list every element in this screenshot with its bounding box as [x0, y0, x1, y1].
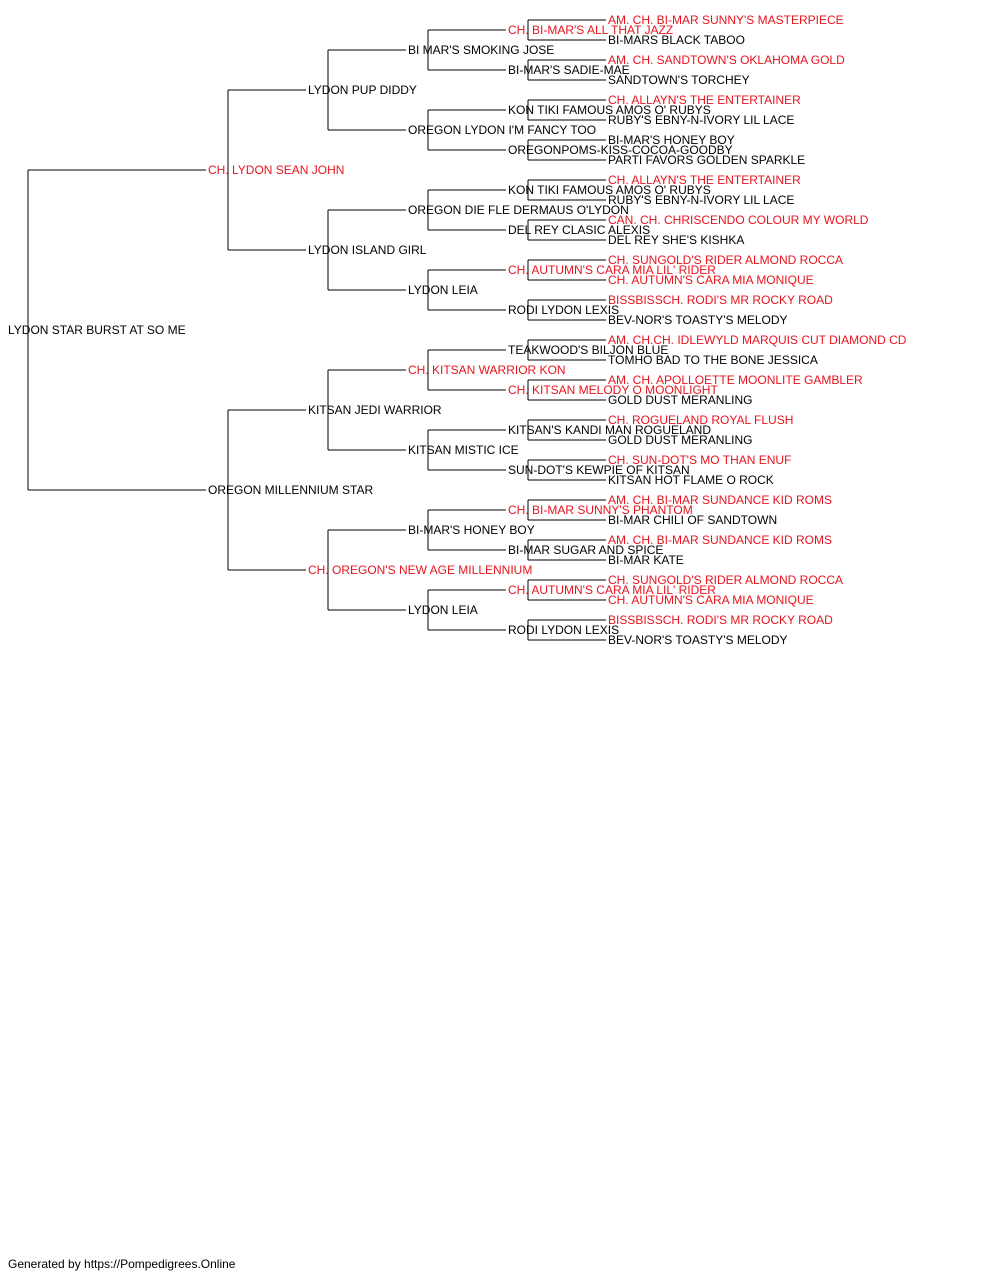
gg-great-grandparent-name: CH. ROGUELAND ROYAL FLUSH [608, 413, 793, 427]
parent-name: OREGON MILLENNIUM STAR [208, 483, 373, 497]
gg-great-grandparent-name: BI-MARS BLACK TABOO [608, 33, 745, 47]
gg-great-grandparent-name: RUBY'S EBNY-N-IVORY LIL LACE [608, 113, 794, 127]
gg-great-grandparent-name: CH. AUTUMN'S CARA MIA MONIQUE [608, 593, 814, 607]
parent-name: CH. LYDON SEAN JOHN [208, 163, 344, 177]
g-great-grandparent-name: BI-MAR SUGAR AND SPICE [508, 543, 663, 557]
gg-great-grandparent-name: BI-MAR'S HONEY BOY [608, 133, 735, 147]
grandparent-name: LYDON ISLAND GIRL [308, 243, 427, 257]
g-great-grandparent-name: CH. AUTUMN'S CARA MIA LIL' RIDER [508, 583, 716, 597]
gg-great-grandparent-name: BISSBISSCH. RODI'S MR ROCKY ROAD [608, 613, 833, 627]
gg-great-grandparent-name: AM. CH. SANDTOWN'S OKLAHOMA GOLD [608, 53, 845, 67]
gg-great-grandparent-name: PARTI FAVORS GOLDEN SPARKLE [608, 153, 805, 167]
gg-great-grandparent-name: BI-MAR KATE [608, 553, 684, 567]
g-great-grandparent-name: KON TIKI FAMOUS AMOS O' RUBYS [508, 183, 711, 197]
g-great-grandparent-name: CH. AUTUMN'S CARA MIA LIL' RIDER [508, 263, 716, 277]
gg-great-grandparent-name: BISSBISSCH. RODI'S MR ROCKY ROAD [608, 293, 833, 307]
g-great-grandparent-name: KITSAN'S KANDI MAN ROGUELAND [508, 423, 711, 437]
g-great-grandparent-name: CH. BI-MAR'S ALL THAT JAZZ [508, 23, 673, 37]
gg-great-grandparent-name: AM. CH. BI-MAR SUNDANCE KID ROMS [608, 493, 832, 507]
gg-great-grandparent-name: AM. CH. APOLLOETTE MOONLITE GAMBLER [608, 373, 863, 387]
gg-great-grandparent-name: CAN. CH. CHRISCENDO COLOUR MY WORLD [608, 213, 869, 227]
grandparent-name: KITSAN JEDI WARRIOR [308, 403, 442, 417]
great-grandparent-name: BI-MAR'S HONEY BOY [408, 523, 535, 537]
gg-great-grandparent-name: CH. ALLAYN'S THE ENTERTAINER [608, 173, 801, 187]
gg-great-grandparent-name: RUBY'S EBNY-N-IVORY LIL LACE [608, 193, 794, 207]
g-great-grandparent-name: SUN-DOT'S KEWPIE OF KITSAN [508, 463, 690, 477]
gg-great-grandparent-name: DEL REY SHE'S KISHKA [608, 233, 744, 247]
gg-great-grandparent-name: AM. CH.CH. IDLEWYLD MARQUIS CUT DIAMOND … [608, 333, 907, 347]
g-great-grandparent-name: OREGONPOMS-KISS-COCOA-GOODBY [508, 143, 733, 157]
grandparent-name: CH. OREGON'S NEW AGE MILLENNIUM [308, 563, 532, 577]
g-great-grandparent-name: CH. BI-MAR SUNNY'S PHANTOM [508, 503, 693, 517]
great-grandparent-name: CH. KITSAN WARRIOR KON [408, 363, 566, 377]
g-great-grandparent-name: TEAKWOOD'S BILJON BLUE [508, 343, 668, 357]
gg-great-grandparent-name: BEV-NOR'S TOASTY'S MELODY [608, 633, 788, 647]
gg-great-grandparent-name: TOMHO BAD TO THE BONE JESSICA [608, 353, 818, 367]
gg-great-grandparent-name: AM. CH. BI-MAR SUNNY'S MASTERPIECE [608, 13, 844, 27]
pedigree-connectors [27, 19, 606, 641]
great-grandparent-name: OREGON DIE FLE DERMAUS O'LYDON [408, 203, 629, 217]
subject-name: LYDON STAR BURST AT SO ME [8, 323, 186, 337]
g-great-grandparent-name: BI-MAR'S SADIE-MAE [508, 63, 630, 77]
pedigree-labels: LYDON STAR BURST AT SO ME CH. LYDON SEAN … [8, 13, 907, 647]
gg-great-grandparent-name: GOLD DUST MERANLING [608, 393, 752, 407]
gg-great-grandparent-name: CH. SUN-DOT'S MO THAN ENUF [608, 453, 791, 467]
g-great-grandparent-name: CH. KITSAN MELODY O MOONLIGHT [508, 383, 718, 397]
gg-great-grandparent-name: CH. SUNGOLD'S RIDER ALMOND ROCCA [608, 253, 843, 267]
gg-great-grandparent-name: AM. CH. BI-MAR SUNDANCE KID ROMS [608, 533, 832, 547]
g-great-grandparent-name: RODI LYDON LEXIS [508, 303, 619, 317]
great-grandparent-name: BI MAR'S SMOKING JOSE [408, 43, 554, 57]
great-grandparent-name: LYDON LEIA [408, 603, 478, 617]
great-grandparent-name: OREGON LYDON I'M FANCY TOO [408, 123, 596, 137]
gg-great-grandparent-name: CH. AUTUMN'S CARA MIA MONIQUE [608, 273, 814, 287]
gg-great-grandparent-name: BEV-NOR'S TOASTY'S MELODY [608, 313, 788, 327]
gg-great-grandparent-name: CH. ALLAYN'S THE ENTERTAINER [608, 93, 801, 107]
grandparent-name: LYDON PUP DIDDY [308, 83, 417, 97]
g-great-grandparent-name: DEL REY CLASIC ALEXIS [508, 223, 650, 237]
great-grandparent-name: LYDON LEIA [408, 283, 478, 297]
g-great-grandparent-name: RODI LYDON LEXIS [508, 623, 619, 637]
gg-great-grandparent-name: KITSAN HOT FLAME O ROCK [608, 473, 774, 487]
gg-great-grandparent-name: GOLD DUST MERANLING [608, 433, 752, 447]
gg-great-grandparent-name: SANDTOWN'S TORCHEY [608, 73, 750, 87]
great-grandparent-name: KITSAN MISTIC ICE [408, 443, 519, 457]
gg-great-grandparent-name: BI-MAR CHILI OF SANDTOWN [608, 513, 777, 527]
g-great-grandparent-name: KON TIKI FAMOUS AMOS O' RUBYS [508, 103, 711, 117]
generated-by-footer: Generated by https://Pompedigrees.Online [8, 1257, 236, 1271]
gg-great-grandparent-name: CH. SUNGOLD'S RIDER ALMOND ROCCA [608, 573, 843, 587]
